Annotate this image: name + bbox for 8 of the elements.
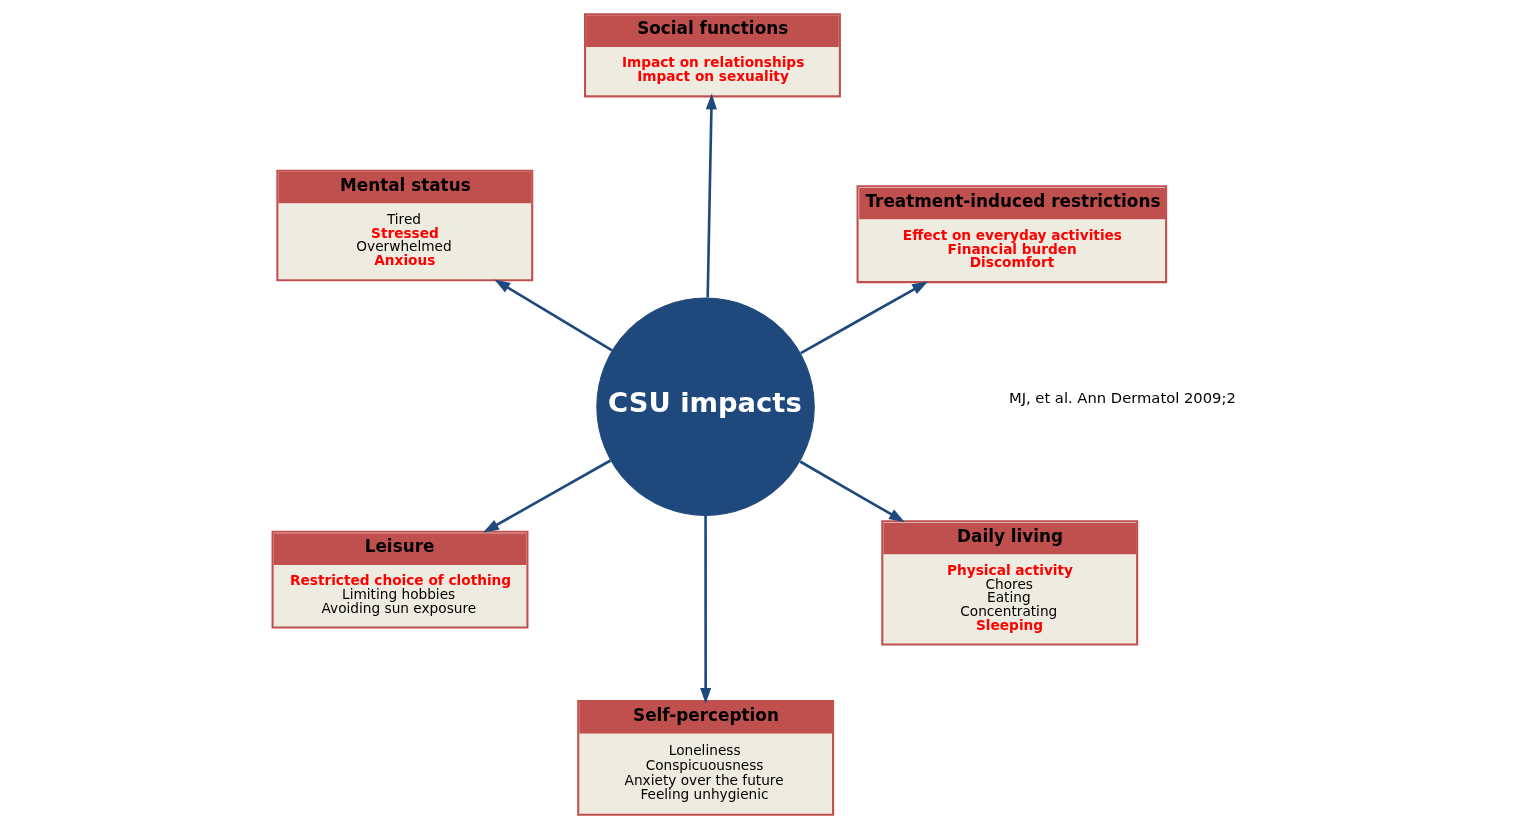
node-circle: CSU impacts [595,297,815,516]
arrow [482,458,611,533]
arrow [493,278,613,351]
arrow [799,280,928,354]
arrow [705,93,717,297]
arrow [798,459,905,522]
arrow [699,515,711,704]
label: MJ, et al. Ann Dermatol 2009;2 [1008,388,1236,406]
